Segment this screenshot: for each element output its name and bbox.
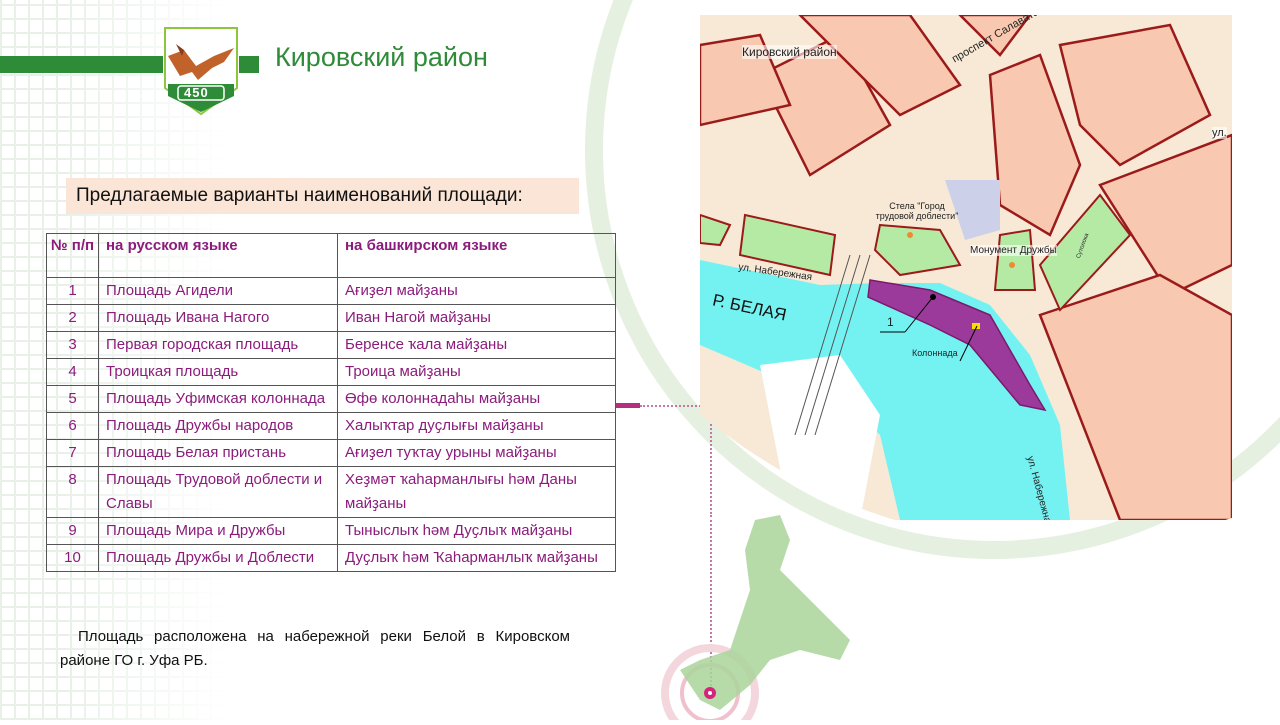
dotted-connector (640, 405, 712, 517)
decorative-ring (585, 0, 1280, 559)
bashkir-name: Хеҙмәт ҡаһарманлығы һәм Даны майҙаны (337, 466, 616, 518)
bashkir-name: Халыҡтар дуҫлығы майҙаны (337, 412, 616, 440)
row-number: 5 (46, 385, 99, 413)
bashkir-name: Тыныслыҡ һәм Дуҫлыҡ майҙаны (337, 517, 616, 545)
russian-name: Площадь Дружбы и Доблести (98, 544, 338, 572)
row-number: 4 (46, 358, 99, 386)
header-stripe-right (239, 56, 259, 73)
russian-name: Площадь Мира и Дружбы (98, 517, 338, 545)
russian-name: Площадь Трудовой доблести и Славы (98, 466, 338, 518)
map-label-street-short: ул. (1212, 127, 1227, 139)
map-label-marker-1: 1 (887, 315, 894, 329)
bashkir-name: Дуҫлыҡ һәм Ҡаһарманлыҡ майҙаны (337, 544, 616, 572)
bashkir-name: Иван Нагой майҙаны (337, 304, 616, 332)
row-number: 2 (46, 304, 99, 332)
logo-450: 450 (162, 26, 240, 118)
page-title: Кировский район (275, 42, 488, 72)
subtitle: Предлагаемые варианты наименований площа… (66, 178, 579, 214)
russian-name: Троицкая площадь (98, 358, 338, 386)
bashkir-name: Ағиҙел майҙаны (337, 277, 616, 305)
russian-name: Площадь Агидели (98, 277, 338, 305)
map-label-colonnade: Колоннада (912, 348, 958, 358)
dotted-connector-2 (700, 515, 712, 690)
map-label-monument: Монумент Дружбы (970, 245, 1057, 256)
map-label-stela: Стела "Город трудовой доблести" (875, 201, 959, 221)
header-bashkir: на башкирском языке (337, 233, 616, 278)
russian-name: Площадь Белая пристань (98, 439, 338, 467)
header-stripe-left (0, 56, 163, 73)
map-label-district: Кировский район (742, 45, 837, 59)
header-number: № п/п (46, 233, 99, 278)
row-number: 7 (46, 439, 99, 467)
russian-name: Площадь Уфимская колоннада (98, 385, 338, 413)
row-number: 1 (46, 277, 99, 305)
square-area (867, 279, 1047, 412)
table-header-row: № п/п на русском языке на башкирском язы… (46, 233, 616, 278)
row-number: 6 (46, 412, 99, 440)
connector-bar (616, 403, 640, 408)
row-number: 3 (46, 331, 99, 359)
russian-name: Площадь Ивана Нагого (98, 304, 338, 332)
header-russian: на русском языке (98, 233, 338, 278)
bashkir-name: Беренсе ҡала майҙаны (337, 331, 616, 359)
row-number: 9 (46, 517, 99, 545)
district-map: Кировский район проспект Салавата Юлаева… (700, 15, 1232, 520)
bashkir-name: Ағиҙел туҡтау урыны майҙаны (337, 439, 616, 467)
bashkir-name: Троица майҙаны (337, 358, 616, 386)
bashkir-name: Өфө колоннадаһы майҙаны (337, 385, 616, 413)
logo-text: 450 (184, 85, 209, 100)
russian-name: Первая городская площадь (98, 331, 338, 359)
row-number: 10 (46, 544, 99, 572)
location-note: Площадь расположена на набережной реки Б… (60, 628, 570, 669)
city-minimap (660, 510, 860, 725)
russian-name: Площадь Дружбы народов (98, 412, 338, 440)
row-number: 8 (46, 466, 99, 518)
names-table: № п/п на русском языке на башкирском язы… (46, 233, 616, 572)
